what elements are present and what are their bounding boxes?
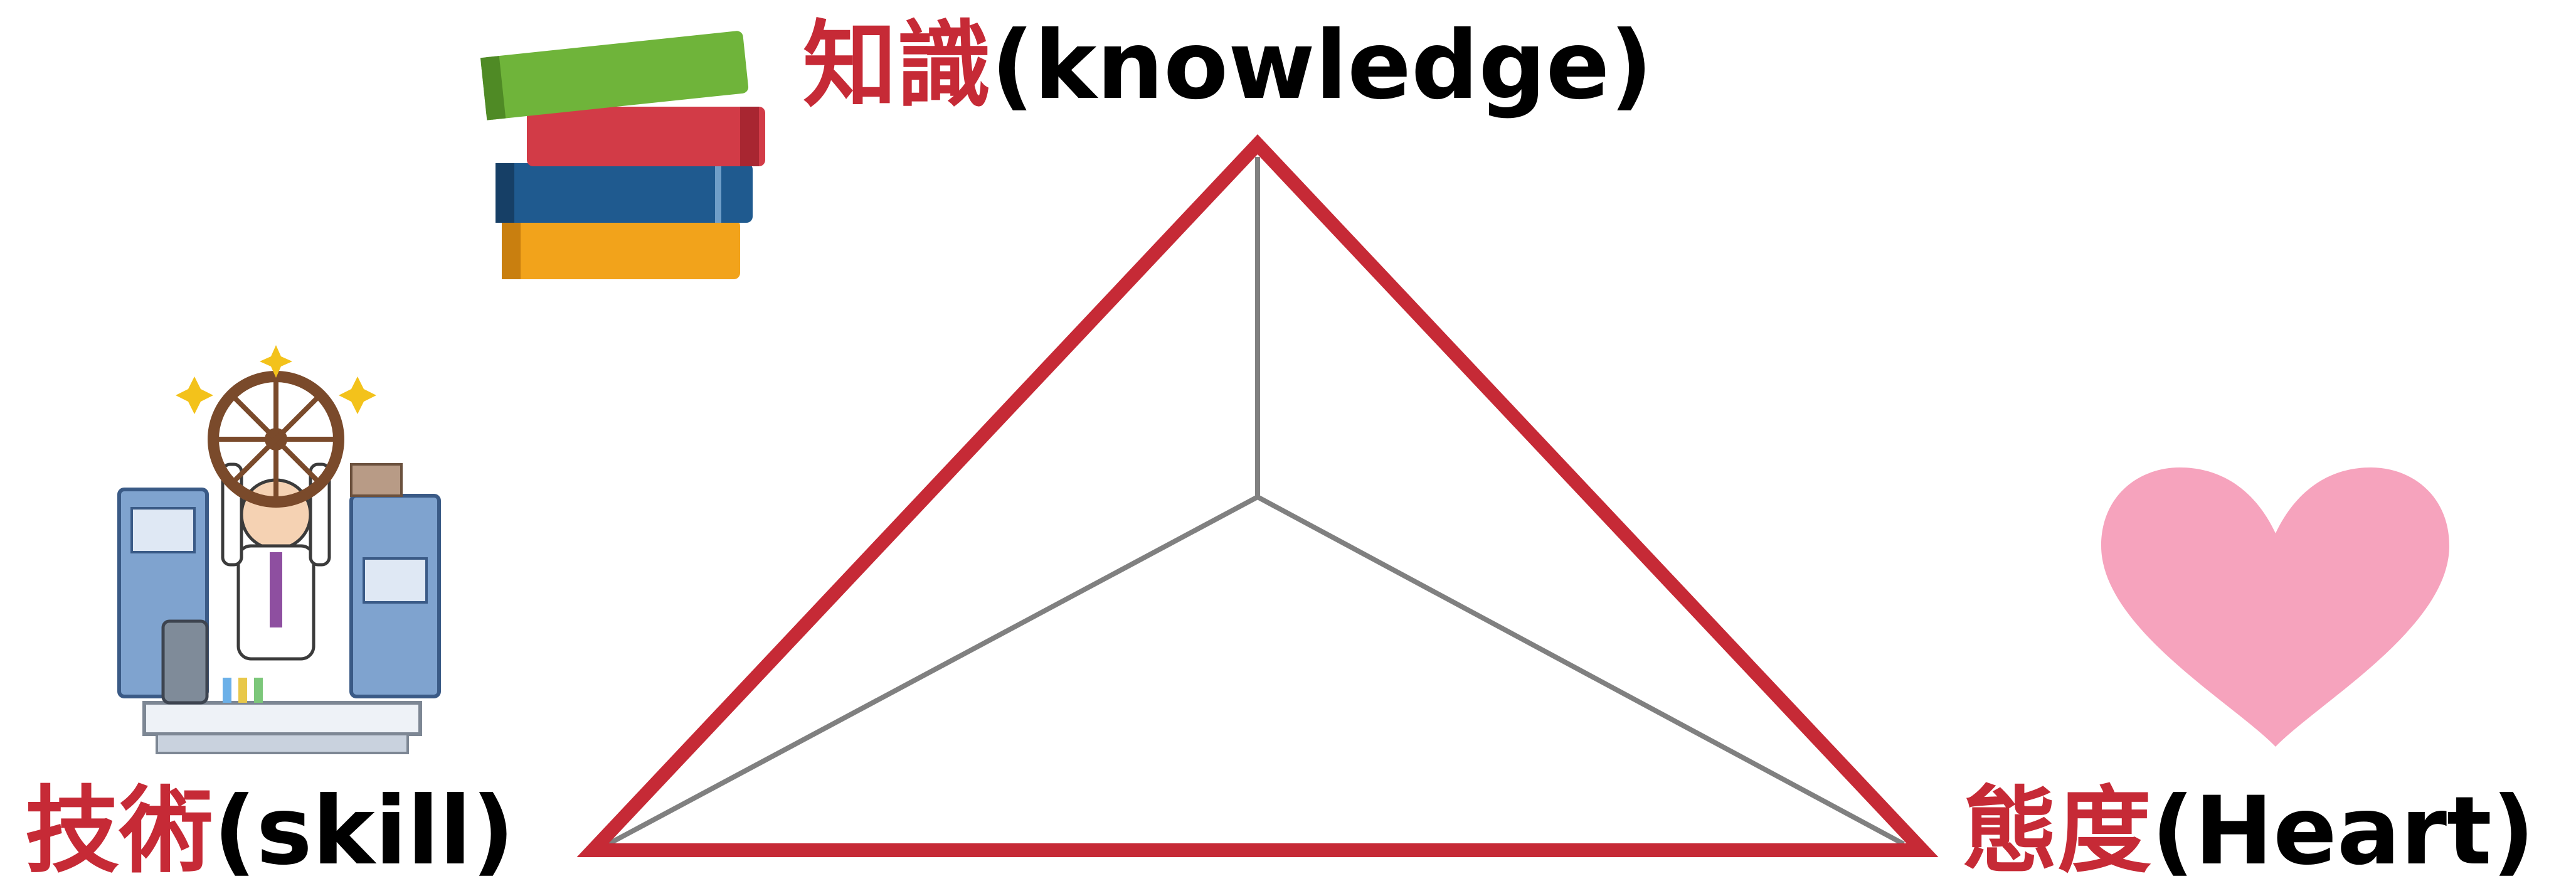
heart-icon (2101, 467, 2449, 747)
spoke-right (1258, 497, 1904, 844)
label-knowledge: 知識(knowledge) (803, 19, 1653, 113)
scientist-with-lab-equipment-icon (119, 345, 439, 753)
label-heart-jp: 態度 (1963, 777, 2151, 886)
label-skill-jp: 技術 (25, 777, 213, 886)
label-knowledge-en: (knowledge) (991, 11, 1653, 120)
label-heart-en: (Heart) (2151, 777, 2535, 886)
label-skill: 技術(skill) (25, 784, 514, 878)
label-knowledge-jp: 知識 (803, 11, 991, 120)
label-heart: 態度(Heart) (1963, 784, 2535, 878)
stack-of-books-icon (480, 30, 765, 279)
label-skill-en: (skill) (213, 777, 514, 886)
inner-spokes (608, 157, 1904, 844)
spoke-left (608, 497, 1258, 844)
